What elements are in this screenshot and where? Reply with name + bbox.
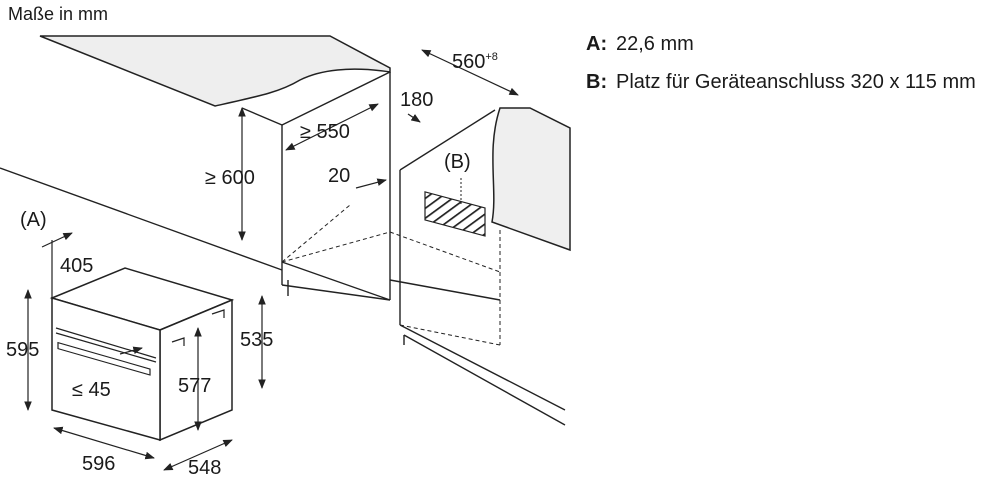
legend-text-a: 22,6 mm — [616, 33, 694, 55]
dim-inner-height: 577 — [178, 375, 211, 397]
cabinet-side-panel — [287, 280, 566, 426]
callout-b: (B) — [444, 151, 471, 173]
dim-oven-front-thickness: 405 — [60, 255, 93, 277]
legend-text-b: Platz für Geräteanschluss 320 x 115 mm — [616, 71, 976, 93]
dimension-lines — [24, 49, 519, 471]
dim-min-height: ≥ 600 — [205, 167, 255, 189]
cabinet-hidden-lines — [281, 204, 501, 346]
legend-key-a: A: — [586, 33, 608, 55]
dim-oven-height: 595 — [6, 339, 39, 361]
dim-gap: 20 — [328, 165, 350, 187]
dim-body-height: 535 — [240, 329, 273, 351]
legend-item-a: A: 22,6 mm — [586, 32, 986, 56]
dim-niche-depth: 560+8 — [452, 51, 498, 73]
dim-oven-width: 596 — [82, 453, 115, 475]
dim-connection-offset: 180 — [400, 89, 433, 111]
callout-a: (A) — [20, 209, 47, 231]
dim-handle-depth: ≤ 45 — [72, 379, 111, 401]
connection-area-hatch — [424, 191, 486, 237]
legend-item-b: B: Platz für Geräteanschluss 320 x 115 m… — [586, 70, 986, 94]
dim-min-depth: ≥ 550 — [300, 121, 350, 143]
legend: A: 22,6 mm B: Platz für Geräteanschluss … — [586, 32, 986, 108]
diagram-title: Maße in mm — [8, 4, 109, 24]
legend-key-b: B: — [586, 71, 608, 93]
countertop — [39, 35, 571, 252]
dim-oven-depth: 548 — [188, 457, 221, 479]
